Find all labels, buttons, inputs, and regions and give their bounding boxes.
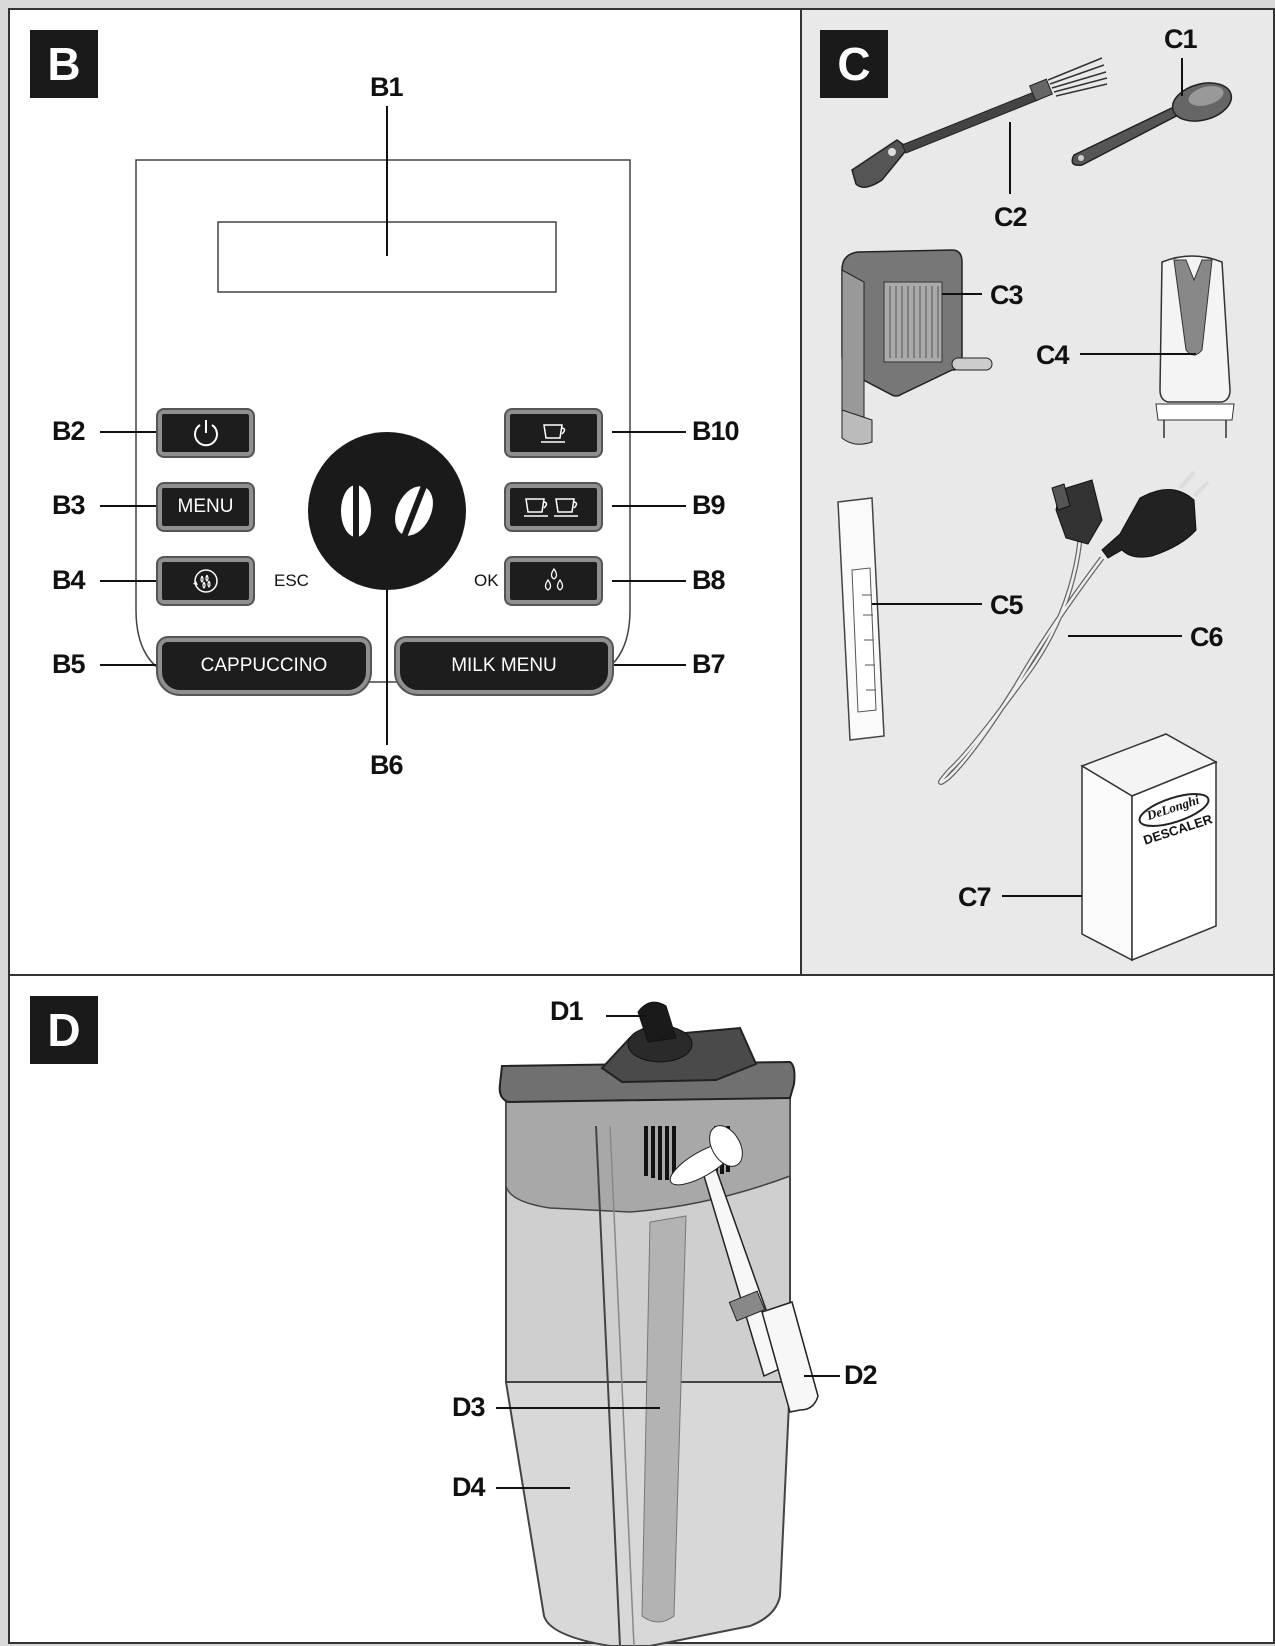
hot-water-drops-icon [544, 567, 563, 591]
power-cord-icon [938, 470, 1210, 785]
power-icon [193, 420, 218, 447]
label-b6: B6 [370, 750, 404, 780]
label-c5: C5 [990, 590, 1024, 620]
hot-water-button[interactable] [506, 558, 601, 604]
rinse-button[interactable] [158, 558, 253, 604]
label-c7: C7 [958, 882, 992, 912]
label-c1: C1 [1164, 24, 1198, 54]
power-button[interactable] [158, 410, 253, 456]
menu-button-label: MENU [177, 496, 234, 517]
label-d1: D1 [550, 996, 584, 1026]
one-cup-icon [540, 424, 565, 443]
label-d3: D3 [452, 1392, 486, 1422]
accessories-drawing [837, 57, 1235, 962]
label-b4: B4 [52, 565, 86, 595]
milk-container-icon [498, 1001, 819, 1646]
esc-label: ESC [274, 571, 309, 590]
one-cup-button[interactable] [506, 410, 601, 456]
cappuccino-button[interactable]: CAPPUCCINO [158, 638, 370, 694]
label-b7: B7 [692, 649, 726, 679]
label-b8: B8 [692, 565, 726, 595]
milk-menu-button-label: MILK MENU [451, 655, 557, 676]
water-filter-icon [841, 249, 993, 445]
label-b3: B3 [52, 490, 86, 520]
milk-menu-button[interactable]: MILK MENU [396, 638, 612, 694]
label-b1: B1 [370, 72, 404, 102]
hot-water-spout-icon [1155, 255, 1235, 438]
menu-button[interactable]: MENU [158, 484, 253, 530]
panel-b-tag: B [30, 30, 98, 98]
panel-b-control-panel: B [8, 8, 802, 976]
coffee-beans-icon [308, 432, 466, 590]
panel-d-milk-container: D [8, 974, 1275, 1646]
label-b9: B9 [692, 490, 726, 520]
test-strip-icon [837, 497, 885, 741]
panel-c-accessories: C [800, 8, 1275, 976]
cappuccino-button-label: CAPPUCCINO [200, 655, 328, 676]
milk-container-drawing [496, 1001, 840, 1646]
two-cups-icon [523, 498, 578, 517]
label-c6: C6 [1190, 622, 1224, 652]
label-c2: C2 [994, 202, 1028, 232]
label-b5: B5 [52, 649, 86, 679]
label-d2: D2 [844, 1360, 878, 1390]
ok-label: OK [474, 571, 499, 590]
panel-c-tag: C [820, 30, 888, 98]
panel-d-tag: D [30, 996, 98, 1064]
cleaning-brush-icon [851, 57, 1108, 188]
label-c3: C3 [990, 280, 1024, 310]
two-cups-button[interactable] [506, 484, 601, 530]
descaler-box-icon [1080, 733, 1218, 962]
label-b2: B2 [52, 416, 86, 446]
rinse-icon [192, 569, 218, 593]
label-d4: D4 [452, 1472, 486, 1502]
control-panel-drawing [100, 106, 686, 745]
measuring-scoop-icon [1071, 82, 1233, 167]
label-b10: B10 [692, 416, 740, 446]
label-c4: C4 [1036, 340, 1070, 370]
